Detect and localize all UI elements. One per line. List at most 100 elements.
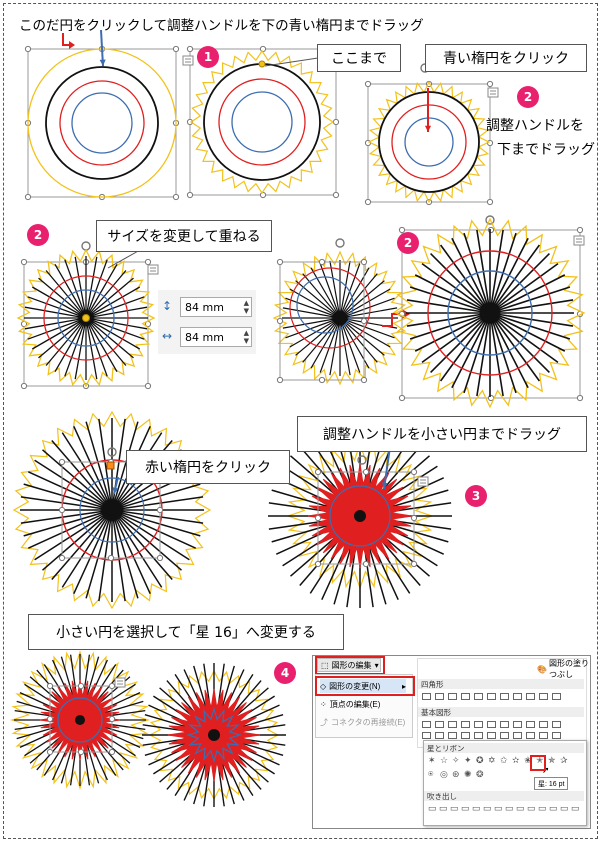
edit-shape-button[interactable]: ⬚ 図形の編集 ▾ <box>317 658 381 672</box>
star-shape-icon[interactable]: ⍟ <box>428 769 434 779</box>
callout-shape-icon[interactable]: ▭ <box>560 803 569 813</box>
blue-ellipse-row2 <box>57 289 115 347</box>
callout-shape-icon[interactable]: ▭ <box>472 803 481 813</box>
shape-swatch[interactable] <box>513 732 522 739</box>
star-shape-icon[interactable]: ✡ <box>488 755 496 765</box>
blue-arrow-1-head <box>99 59 106 66</box>
shape-swatch[interactable] <box>539 721 548 728</box>
star-shape-icon[interactable]: ✧ <box>452 755 460 765</box>
shape-swatch[interactable] <box>461 693 470 700</box>
callout-shape-icon[interactable]: ▭ <box>461 803 470 813</box>
shape-swatch[interactable] <box>500 721 509 728</box>
star-shape-icon[interactable]: ✯ <box>548 755 556 765</box>
section-callouts: 吹き出し <box>424 791 584 801</box>
callout-shape-icon[interactable]: ▭ <box>538 803 547 813</box>
menu-item-change-shape[interactable]: ◇ 図形の変更(N) ▸ <box>320 679 406 693</box>
menu-item-edit-points[interactable]: ⁘ 頂点の編集(E) <box>320 699 380 710</box>
selection-box-2-handle <box>259 45 267 53</box>
shape-swatch[interactable] <box>526 693 535 700</box>
callout-shape-icon[interactable]: ▭ <box>439 803 448 813</box>
shape-swatch[interactable] <box>500 693 509 700</box>
step-badge-2a: 2 <box>517 86 539 108</box>
selection-box-right-handle <box>487 226 495 234</box>
star-shape-icon[interactable]: ☆ <box>440 755 449 765</box>
section-basic-shapes: 基本図形 <box>418 707 584 717</box>
star-shape-icon[interactable]: ✦ <box>464 755 472 765</box>
blue-ellipse-row3 <box>79 477 145 543</box>
shape-swatch[interactable] <box>487 732 496 739</box>
layout-options-icon <box>185 58 191 63</box>
star-shape-icon[interactable]: ✰ <box>560 755 568 765</box>
height-spinner-icon[interactable]: ▲▼ <box>243 299 249 315</box>
star-shape-icon[interactable]: ✪ <box>476 755 484 765</box>
height-icon: ↕ <box>162 299 173 313</box>
yellow-star-row4 <box>9 649 151 791</box>
width-input[interactable]: 84 mm ▲▼ <box>180 327 252 347</box>
shape-swatch[interactable] <box>448 732 457 739</box>
shape-swatch[interactable] <box>422 721 431 728</box>
blue-ellipse-row4 <box>57 697 103 743</box>
edit-shape-label: 図形の編集 <box>331 660 372 670</box>
selection-box-1-handle <box>172 45 180 53</box>
callout-shape-icon[interactable]: ▭ <box>428 803 437 813</box>
shape-swatch[interactable] <box>461 721 470 728</box>
shape-swatch[interactable] <box>448 693 457 700</box>
shape-swatch[interactable] <box>552 721 561 728</box>
star-shape-icon[interactable]: ✫ <box>512 755 520 765</box>
shape-fill-label: 図形の塗りつぶし <box>548 659 589 679</box>
star-shape-icon[interactable]: ✶ <box>428 755 436 765</box>
shape-swatch[interactable] <box>513 693 522 700</box>
shape-swatch[interactable] <box>500 732 509 739</box>
shape-swatch[interactable] <box>422 732 431 739</box>
callout-shape-icon[interactable]: ▭ <box>450 803 459 813</box>
shape-swatch[interactable] <box>474 693 483 700</box>
star-shape-icon[interactable]: ⊛ <box>452 769 460 779</box>
shape-swatch[interactable] <box>552 693 561 700</box>
menu-item-reroute[interactable]: ⤴ コネクタの再接続(E) <box>320 717 405 728</box>
selection-box-4-handle <box>20 258 28 266</box>
paint-bucket-icon: 🎨 <box>537 664 547 674</box>
shape-swatch[interactable] <box>448 721 457 728</box>
width-icon: ↔ <box>162 329 173 343</box>
shape-swatch[interactable] <box>552 732 561 739</box>
callout-shape-icon[interactable]: ▭ <box>516 803 525 813</box>
selection-box-row3-handle <box>58 458 66 466</box>
red-arrow-down-head <box>424 125 432 132</box>
shape-swatch[interactable] <box>435 721 444 728</box>
selection-box-row4-handle <box>77 682 85 690</box>
shape-swatch[interactable] <box>487 693 496 700</box>
star-shape-icon[interactable]: ◎ <box>440 769 448 779</box>
star-shape-icon[interactable]: ✩ <box>500 755 508 765</box>
shape-swatch[interactable] <box>513 721 522 728</box>
shape-swatch[interactable] <box>526 721 535 728</box>
shape-swatch[interactable] <box>461 732 470 739</box>
star-16-icon[interactable]: ✺ <box>464 769 472 779</box>
shape-swatch[interactable] <box>526 732 535 739</box>
star-shape-icon[interactable]: ✭ <box>536 755 544 765</box>
edit-points-icon: ⁘ <box>320 700 327 709</box>
shape-swatch[interactable] <box>474 732 483 739</box>
selection-box-row3r-handle <box>314 560 322 568</box>
selection-box-row4-handle <box>108 682 116 690</box>
callout-shape-icon[interactable]: ▭ <box>483 803 492 813</box>
width-spinner-icon[interactable]: ▲▼ <box>243 329 249 345</box>
shape-swatch[interactable] <box>422 693 431 700</box>
shape-fill-button[interactable]: 🎨 図形の塗りつぶし <box>537 658 590 680</box>
callout-shape-icon[interactable]: ▭ <box>527 803 536 813</box>
callout-shape-icon[interactable]: ▭ <box>505 803 514 813</box>
shape-swatch[interactable] <box>539 732 548 739</box>
shape-swatch[interactable] <box>487 721 496 728</box>
callout-shape-icon[interactable]: ▭ <box>494 803 503 813</box>
layout-options-icon <box>573 235 585 246</box>
shape-swatch[interactable] <box>435 732 444 739</box>
shape-swatch[interactable] <box>435 693 444 700</box>
selection-box-right-handle <box>398 394 406 402</box>
height-input[interactable]: 84 mm ▲▼ <box>180 297 252 317</box>
shape-swatch[interactable] <box>539 693 548 700</box>
callout-shape-icon[interactable]: ▭ <box>571 803 580 813</box>
star-shape-icon[interactable]: ✬ <box>524 755 532 765</box>
callout-shape-icon[interactable]: ▭ <box>549 803 558 813</box>
shape-swatch[interactable] <box>474 721 483 728</box>
star-shape-icon[interactable]: ❂ <box>476 769 484 779</box>
